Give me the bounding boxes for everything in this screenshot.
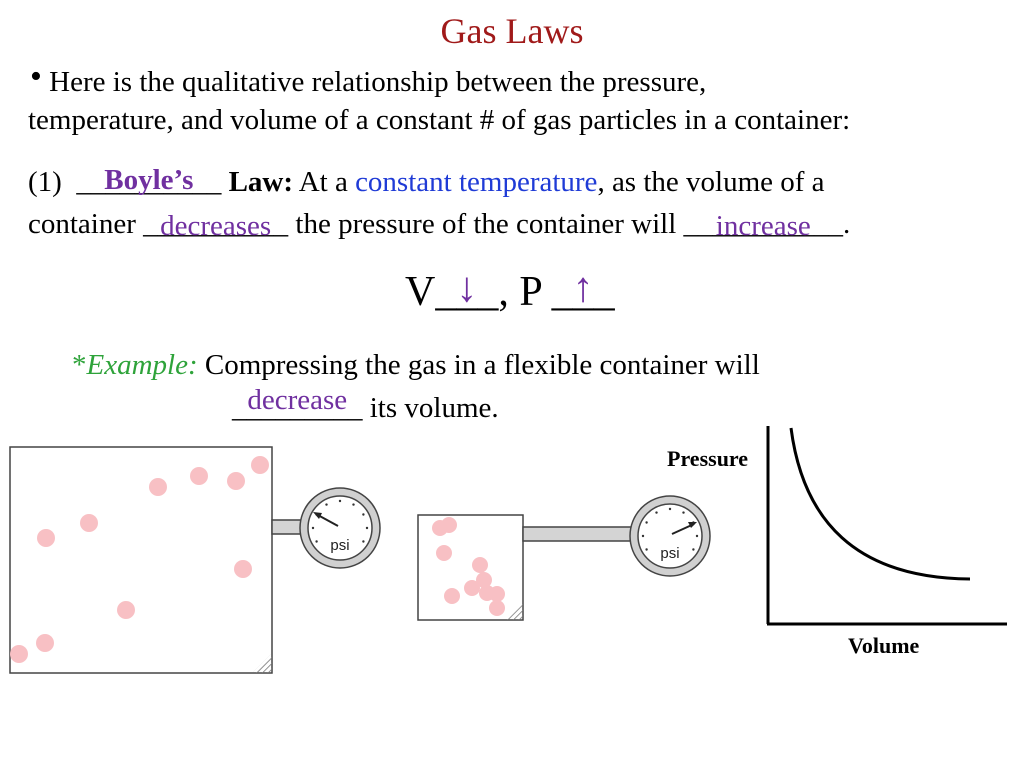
resize-handle-icon [507,604,523,620]
gauge-unit-label: psi [330,537,349,554]
blank-law-name: __________ Boyle’s [76,164,222,198]
answer-boyles: Boyle’s [104,164,194,196]
blank-increase: ___________ increase [683,208,844,242]
eq-p-blank: ___ ↑ [551,265,615,316]
small-container [417,514,524,621]
constant-temperature-text: constant temperature [355,166,598,198]
bullet-line-1: • Here is the qualitative relationship b… [30,60,707,98]
example-line-2: _________ decrease its volume. [232,386,499,424]
blank-underline: __________ [76,166,222,198]
eq-underline: ___ [435,269,499,315]
container-word: container [28,208,136,240]
example-line-1: *Example: Compressing the gas in a flexi… [72,351,760,380]
page-title: Gas Laws [440,11,584,51]
example-text-2: its volume. [369,392,499,424]
answer-increase: increase [715,210,811,242]
law-number: (1) [28,166,62,198]
gauge-unit-label: psi [660,545,679,562]
up-arrow-icon: ↑ [572,265,594,311]
eq-comma-p: , P [498,269,542,315]
eq-v-blank: ___ ↓ [435,265,499,316]
pressure-gauge-icon: psi [299,487,381,569]
eq-v: V [405,269,436,315]
blank-underline: _________ [232,392,363,424]
blank-underline: __________ [143,208,289,240]
equation: V ___ ↓ , P ___ ↑ [405,265,615,316]
inverse-curve [789,427,971,581]
answer-decrease: decrease [247,384,348,416]
gas-particles-small [432,517,505,616]
law-middle-text: the pressure of the container will [295,208,677,240]
example-star: * [72,349,87,381]
bullet-dot: • [30,58,42,95]
at-a-text: At a [298,166,348,198]
law-period: . [843,208,851,240]
eq-underline: ___ [551,269,615,315]
bullet-text-1: Here is the qualitative relationship bet… [49,66,707,98]
pv-graph [766,426,1007,626]
example-label: Example: [86,349,198,381]
example-text-1: Compressing the gas in a flexible contai… [204,349,760,381]
law-line1-rest: , as the volume of a [597,166,825,198]
answer-decreases: decreases [160,210,272,242]
large-container [9,446,273,674]
law-line-1: (1) __________ Boyle’s Law: At a constan… [28,164,825,198]
blank-decreases: __________ decreases [143,208,289,242]
y-axis-label: Pressure [667,446,749,471]
blank-decrease: _________ decrease [232,386,363,424]
bullet-line-2: temperature, and volume of a constant # … [28,104,851,136]
gas-particles-large [10,456,269,663]
pressure-gauge-icon: psi [629,495,711,577]
down-arrow-icon: ↓ [456,265,478,311]
law-line-2: container __________ decreases the press… [28,208,851,242]
gauge-pipe [271,519,303,535]
x-axis-label: Volume [848,633,920,658]
container-illustration: psi [9,446,711,674]
gauge-pipe [522,526,632,542]
law-word: Law: [228,166,294,198]
blank-underline: ___________ [683,208,844,240]
resize-handle-icon [252,653,272,673]
